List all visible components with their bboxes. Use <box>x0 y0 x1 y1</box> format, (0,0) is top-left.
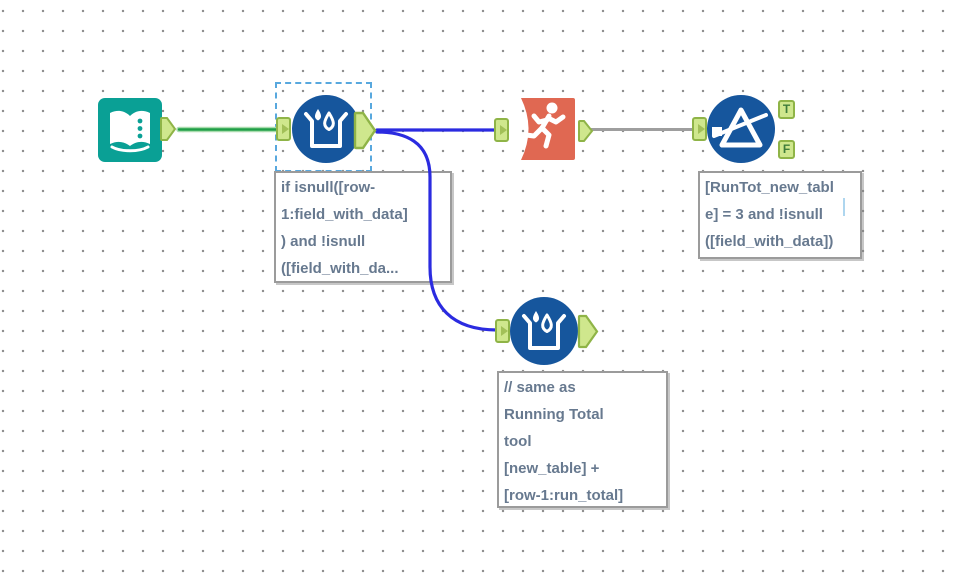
formula-bottom-output-anchor[interactable] <box>577 314 599 349</box>
anchor-arrow-icon <box>499 125 507 135</box>
anchor-arrow-icon <box>500 326 508 336</box>
multi-row-formula-icon <box>304 109 348 148</box>
annotation-formula-top[interactable]: if isnull([row- 1:field_with_data] ) and… <box>274 171 452 283</box>
text-caret <box>843 198 845 216</box>
running-total-runner-icon <box>521 98 575 160</box>
multi-row-formula-tool-top[interactable] <box>292 95 360 163</box>
filter-tool[interactable] <box>707 95 775 163</box>
annotation-filter[interactable]: [RunTot_new_tabl e] = 3 and !isnull ([fi… <box>698 171 862 259</box>
filter-input-anchor[interactable] <box>692 117 707 141</box>
annotation-formula-bottom[interactable]: // same as Running Total tool [new_table… <box>497 371 668 508</box>
input-output-anchor[interactable] <box>160 116 177 142</box>
running-total-output-anchor[interactable] <box>578 119 594 143</box>
filter-true-output-anchor[interactable]: T <box>778 100 795 119</box>
anchor-arrow-icon <box>281 124 289 134</box>
running-total-tool[interactable] <box>511 96 577 162</box>
running-total-input-anchor[interactable] <box>494 118 509 142</box>
formula-top-output-anchor[interactable] <box>353 111 378 150</box>
filter-false-output-anchor[interactable]: F <box>778 140 795 159</box>
anchor-arrow-icon <box>697 124 705 134</box>
input-data-tool[interactable] <box>97 97 163 163</box>
filter-funnel-icon <box>712 107 768 148</box>
multi-row-formula-tool-bottom[interactable] <box>510 297 578 365</box>
formula-top-input-anchor[interactable] <box>276 117 291 141</box>
multi-row-formula-icon <box>522 311 566 350</box>
formula-bottom-input-anchor[interactable] <box>495 319 510 343</box>
input-data-book-icon <box>98 98 162 162</box>
